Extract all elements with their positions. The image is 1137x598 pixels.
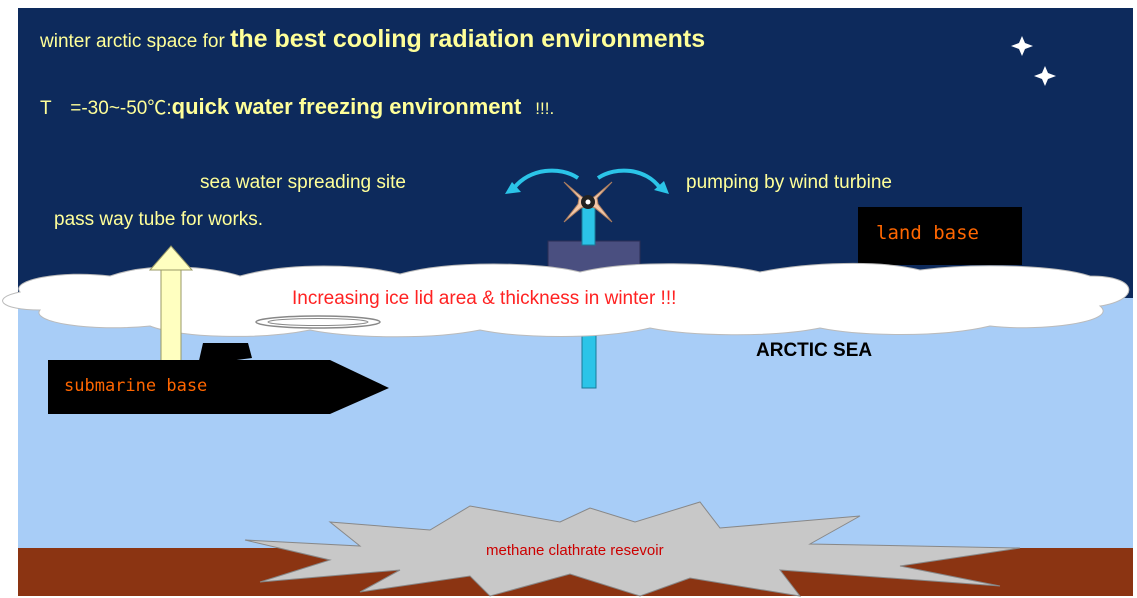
title-line: winter arctic space for the best cooling…: [40, 27, 705, 52]
spreading-site-label: sea water spreading site: [200, 172, 406, 193]
star-icon: [1011, 36, 1033, 56]
turbine-pole: [581, 204, 596, 246]
arctic-sea-label: ARCTIC SEA: [756, 340, 873, 361]
ice-hole-ring: [255, 315, 381, 329]
curved-arrow-left-icon: [505, 168, 580, 194]
land-base-block: [858, 207, 1022, 265]
temperature-prefix: T =-30~-50℃:: [40, 98, 172, 119]
ice-lid-label: Increasing ice lid area & thickness in w…: [292, 288, 677, 309]
submarine-icon: [48, 343, 389, 414]
submarine-label: submarine base: [64, 376, 208, 396]
arctic-sea-area: [18, 298, 1133, 550]
land-base-label: land base: [876, 222, 979, 244]
ice-lid-cloud: [2, 262, 1130, 338]
methane-label: methane clathrate resevoir: [486, 542, 664, 559]
wind-turbine-icon: [563, 181, 613, 223]
ice-hole-ring: [267, 318, 369, 326]
methane-reservoir-burst: [244, 501, 1021, 597]
up-arrow-icon: [148, 245, 194, 369]
title-bold: the best cooling radiation environments: [230, 25, 706, 53]
curved-arrow-right-icon: [596, 168, 669, 194]
temperature-line: T =-30~-50℃:quick water freezing environ…: [40, 94, 555, 119]
title-prefix: winter arctic space for: [40, 31, 231, 52]
pass-way-label: pass way tube for works.: [54, 209, 264, 230]
star-icon: [1034, 66, 1056, 86]
temperature-bold: quick water freezing environment: [171, 94, 522, 119]
pumping-label: pumping by wind turbine: [686, 172, 892, 193]
temperature-suffix: !!!.: [535, 99, 555, 118]
